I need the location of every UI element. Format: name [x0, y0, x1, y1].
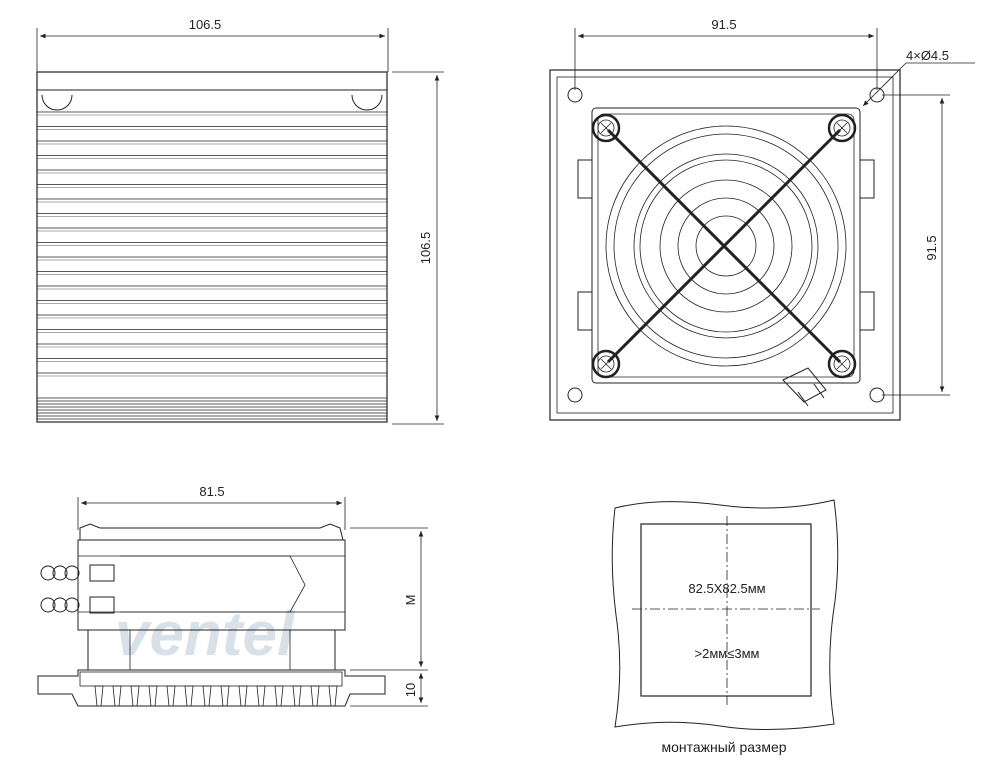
louvres	[37, 111, 387, 377]
cutout-square	[640, 523, 812, 697]
flange-label: 10	[403, 683, 418, 697]
mounting-caption: монтажный размер	[661, 739, 786, 755]
guard-screw	[827, 113, 857, 143]
holes-label: 4×Ø4.5	[906, 48, 949, 63]
fan-ring	[633, 153, 819, 339]
front-width-dimension: 106.5	[36, 17, 389, 72]
heatsink-fin	[166, 685, 176, 707]
heatsink-fin	[310, 685, 320, 707]
heatsink-fin	[184, 685, 194, 707]
fan-ring	[659, 179, 793, 313]
front-panel	[36, 71, 388, 423]
guard-screw	[827, 349, 857, 379]
grille-frame	[549, 69, 901, 421]
heatsink-fins	[94, 685, 338, 707]
guard-screws	[591, 113, 857, 379]
guard-screw-slot	[836, 122, 848, 134]
heatsink-fin	[238, 685, 248, 707]
screw-notch-right	[351, 94, 383, 111]
guard-screw-slot	[600, 358, 612, 370]
heatsink-fin	[274, 685, 284, 707]
cutout-view: 82.5X82.5мм >2мм≤3мм монтажный размер	[611, 499, 839, 755]
depth-label: M	[403, 595, 418, 606]
fan-body	[77, 523, 346, 671]
guard-screw-head	[833, 119, 851, 137]
guard-screw	[591, 349, 621, 379]
watermark: ventel	[115, 600, 296, 669]
mount-hole-top-left	[567, 87, 583, 103]
guard-screw-slot	[836, 358, 848, 370]
mount-hole-bottom-right	[869, 387, 885, 403]
fan-rings	[605, 125, 847, 367]
front-width-label: 106.5	[189, 17, 222, 32]
grille-height-label: 91.5	[924, 235, 939, 260]
heatsink-fin	[112, 685, 122, 707]
fan-ring	[639, 159, 813, 333]
front-view: 106.5 106.5	[36, 17, 444, 425]
heatsink-fin	[94, 685, 104, 707]
heatsink-fin	[328, 685, 338, 707]
finger-guard-cross	[606, 128, 842, 364]
side-view: 81.5 M 10 ventel	[37, 484, 428, 707]
grille-width-dimension: 91.5	[574, 17, 878, 90]
heatsink-fin	[130, 685, 140, 707]
heatsink-fin	[292, 685, 302, 707]
heatsink-fin	[220, 685, 230, 707]
guard-screw	[591, 113, 621, 143]
fan-ring	[613, 133, 839, 359]
heatsink-fin	[202, 685, 212, 707]
heatsink-flange	[37, 669, 386, 707]
guard-screw-head	[833, 355, 851, 373]
cutout-size-label: 82.5X82.5мм	[688, 581, 765, 596]
base-lines	[37, 397, 387, 420]
grille-height-dimension: 91.5	[882, 94, 950, 396]
guard-screw-slot	[600, 122, 612, 134]
fan-ring	[605, 125, 847, 367]
panel-outline	[611, 499, 839, 731]
heatsink-fin	[256, 685, 266, 707]
cable-connectors	[40, 564, 115, 614]
guard-screw-head	[597, 355, 615, 373]
grille-width-label: 91.5	[711, 17, 736, 32]
front-height-dimension: 106.5	[392, 71, 444, 425]
side-depth-dimension: M 10	[350, 527, 428, 707]
side-width-dimension: 81.5	[77, 484, 346, 530]
heatsink-fin	[148, 685, 158, 707]
mount-hole-top-right	[869, 87, 885, 103]
screw-notch-left	[41, 94, 73, 111]
wall-thickness-label: >2мм≤3мм	[695, 646, 760, 661]
front-height-label: 106.5	[418, 232, 433, 265]
fan-housing	[577, 107, 875, 407]
guard-screw-head	[597, 119, 615, 137]
fan-ring	[695, 215, 757, 277]
fan-ring	[677, 197, 775, 295]
mount-hole-bottom-left	[567, 387, 583, 403]
grille-view: 91.5 4×Ø4.5 91.5	[549, 17, 975, 421]
side-width-label: 81.5	[199, 484, 224, 499]
